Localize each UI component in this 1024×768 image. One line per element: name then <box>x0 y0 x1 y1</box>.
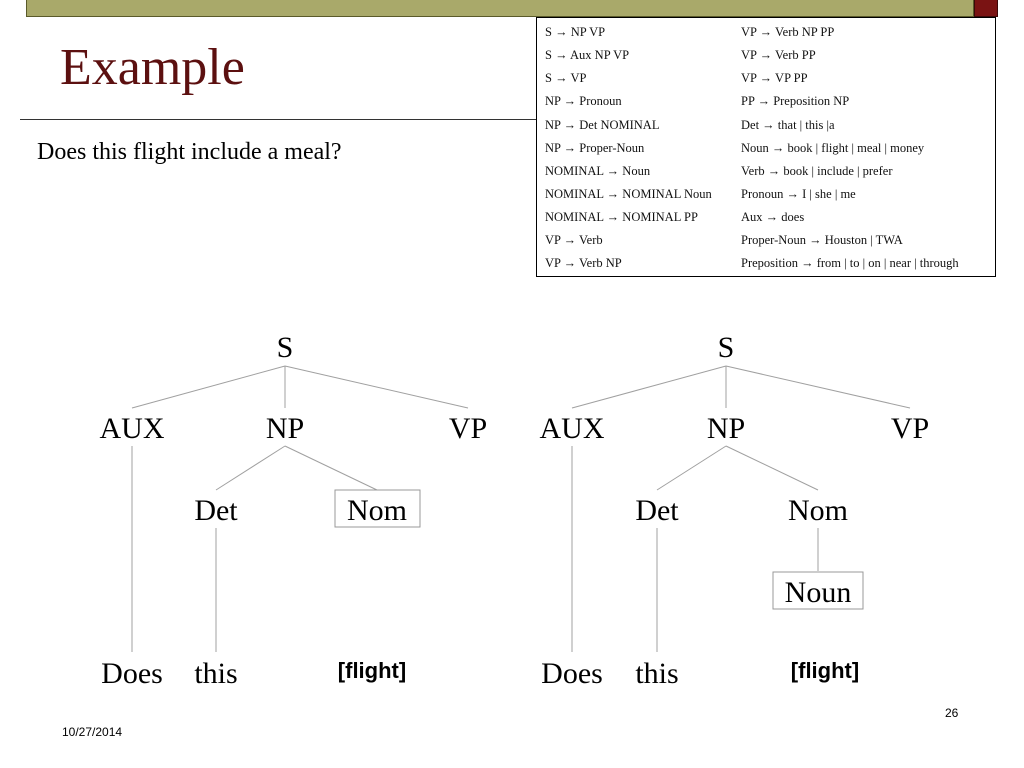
grammar-rule: S → VP <box>545 71 587 85</box>
grammar-rule: Verb → book | include | prefer <box>741 164 893 178</box>
top-accent-square <box>974 0 998 17</box>
title-underline <box>20 119 536 120</box>
tree-node-noun: Noun <box>785 576 852 609</box>
grammar-rule: Preposition → from | to | on | near | th… <box>741 256 959 270</box>
tree-node-np: NP <box>707 412 745 445</box>
grammar-rule: NOMINAL → Noun <box>545 164 651 178</box>
grammar-rule: Aux → does <box>741 210 805 224</box>
tree-node-nom: Nom <box>788 494 848 527</box>
tree-node-aux: AUX <box>540 412 605 445</box>
tree-leaf-this: this <box>635 657 678 690</box>
grammar-rule: S → Aux NP VP <box>545 48 630 62</box>
grammar-rule: Pronoun → I | she | me <box>741 187 856 201</box>
tree-leaf-does: Does <box>541 657 603 690</box>
grammar-rule: PP → Preposition NP <box>741 94 850 108</box>
tree-node-vp: VP <box>449 412 487 445</box>
tree-leaf-flight: [flight] <box>338 658 406 683</box>
tree-branch <box>725 445 819 491</box>
grammar-rule: VP → Verb NP <box>545 256 622 270</box>
tree-node-det: Det <box>194 494 238 527</box>
left-parse-tree: S AUX NP VP Det Nom Does this [flight] <box>100 331 488 690</box>
tree-branch <box>215 445 286 491</box>
tree-node-aux: AUX <box>100 412 165 445</box>
tree-node-np: NP <box>266 412 304 445</box>
top-accent-bar <box>26 0 974 17</box>
grammar-rule: NP → Det NOMINAL <box>545 118 660 132</box>
grammar-rule: VP → Verb <box>545 233 603 247</box>
tree-branch <box>656 445 727 491</box>
grammar-rule: Proper-Noun → Houston | TWA <box>741 233 903 247</box>
tree-leaf-does: Does <box>101 657 163 690</box>
tree-branch <box>284 445 378 491</box>
tree-branch <box>571 365 727 409</box>
grammar-rule: VP → VP PP <box>741 71 808 85</box>
tree-branch <box>131 365 286 409</box>
grammar-rule: Det → that | this |a <box>741 118 835 132</box>
grammar-rule: Noun → book | flight | meal | money <box>741 141 925 155</box>
tree-node-det: Det <box>635 494 679 527</box>
page-number: 26 <box>945 706 959 720</box>
grammar-rule: NOMINAL → NOMINAL PP <box>545 210 698 224</box>
tree-node-s: S <box>277 331 294 364</box>
grammar-rule: NP → Proper-Noun <box>545 141 645 155</box>
tree-branch <box>725 365 911 409</box>
tree-leaf-this: this <box>194 657 237 690</box>
grammar-rule: NOMINAL → NOMINAL Noun <box>545 187 712 201</box>
grammar-rules-table: S → NP VP S → Aux NP VP S → VP NP → Pron… <box>536 17 996 277</box>
tree-node-nom: Nom <box>347 494 407 527</box>
grammar-rule: S → NP VP <box>545 25 606 39</box>
tree-node-vp: VP <box>891 412 929 445</box>
grammar-rule: VP → Verb PP <box>741 48 816 62</box>
example-question: Does this flight include a meal? <box>37 139 342 165</box>
tree-node-s: S <box>718 331 735 364</box>
grammar-rule: VP → Verb NP PP <box>741 25 835 39</box>
slide-title: Example <box>60 39 245 96</box>
grammar-rule: NP → Pronoun <box>545 94 622 108</box>
highlight-box <box>772 571 864 610</box>
right-parse-tree: S AUX NP VP Det Nom Noun Does this [flig… <box>540 331 930 690</box>
highlight-box <box>334 489 421 528</box>
tree-leaf-flight: [flight] <box>791 658 859 683</box>
tree-branch <box>284 365 469 409</box>
slide-date: 10/27/2014 <box>62 725 123 739</box>
